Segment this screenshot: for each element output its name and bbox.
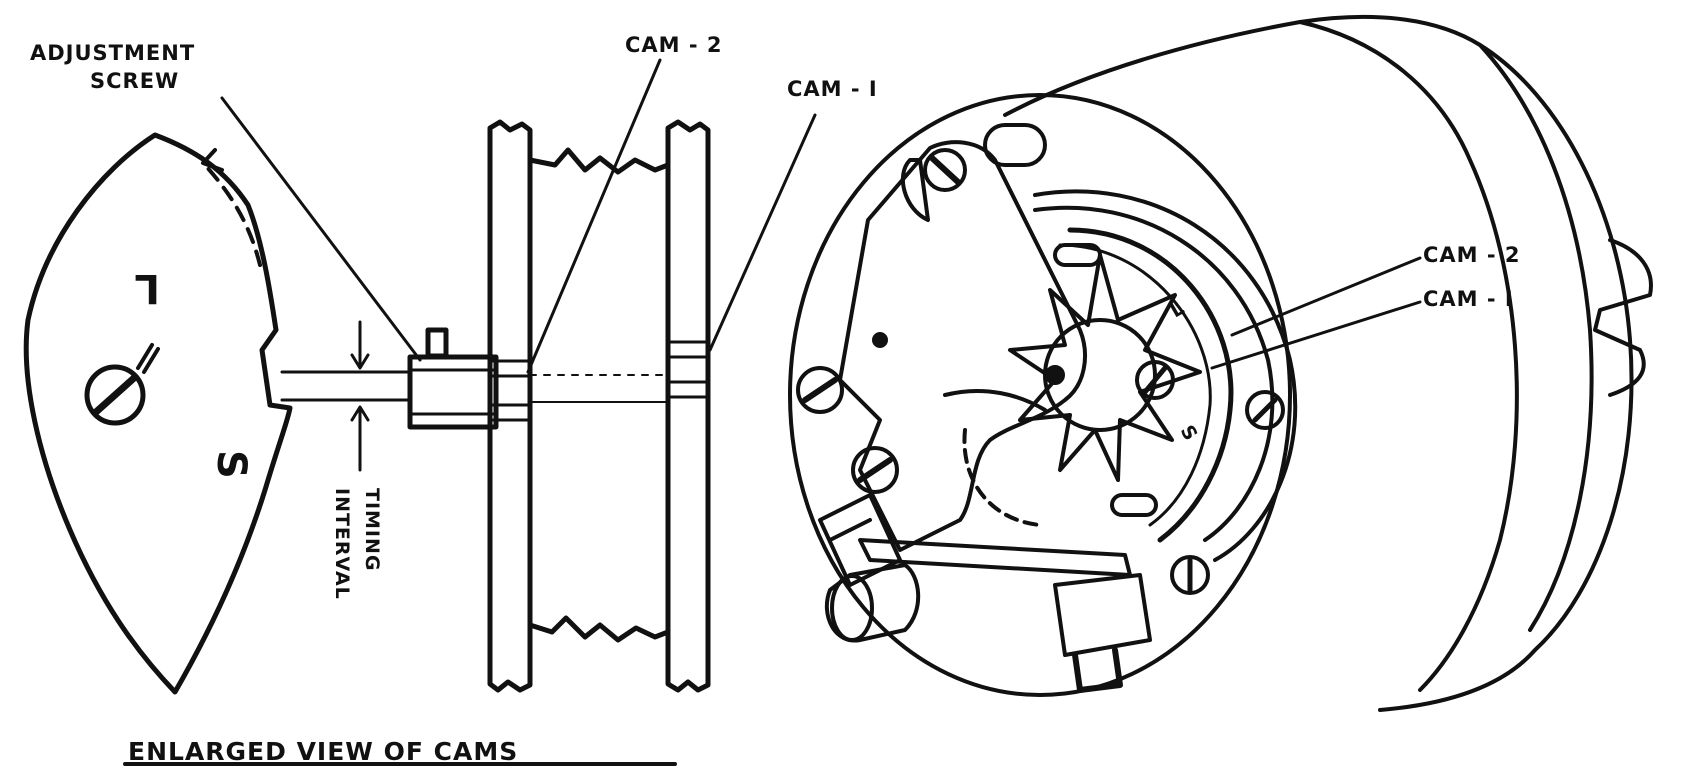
cam-1-leader-right (1210, 300, 1422, 370)
cam-2-label-left: CAM - 2 (625, 33, 723, 57)
right-cam-screw (1135, 360, 1175, 400)
rotation-arrow (203, 163, 262, 267)
adjustment-screw-block (407, 354, 499, 430)
small-gear (900, 158, 930, 222)
lever-screw-top (923, 148, 967, 192)
cam-1-label-right: CAM - I (1423, 287, 1514, 311)
cam-2-disc (487, 119, 533, 693)
adjustment-screw-label-2: SCREW (90, 69, 179, 93)
roller (824, 563, 921, 643)
housing-clip (1593, 238, 1653, 397)
timer-housing (1003, 14, 1634, 712)
timing-interval-label-1: TIMING (361, 488, 383, 572)
cam-drum-body (527, 147, 671, 175)
slot-top (1053, 243, 1102, 267)
timer-front-face (788, 93, 1292, 697)
adjustment-screw-pin (425, 327, 449, 359)
cam-2-label-right: CAM - 2 (1423, 243, 1521, 267)
cam-2-leader-right (1230, 256, 1422, 337)
cam-1-ring (1058, 243, 1212, 527)
bottom-left-screw (851, 446, 899, 494)
slot-bottom (1110, 493, 1158, 517)
cam-2-leader-left (526, 58, 662, 374)
adjustment-screw-label-1: ADJUSTMENT (30, 41, 195, 65)
rim-screw-right (1245, 390, 1285, 430)
dial-screw (84, 343, 160, 426)
cam-2-ring (1067, 227, 1234, 543)
right-dial-S: S (1176, 422, 1202, 446)
cam-1-disc (665, 119, 711, 693)
cam-1-label-left: CAM - I (787, 77, 878, 101)
dial-wedge (23, 132, 293, 695)
switch-arm (818, 493, 902, 587)
dial-short-letter: S (208, 450, 254, 479)
lever-plate (838, 140, 1087, 552)
figure-caption: ENLARGED VIEW OF CAMS (128, 737, 518, 766)
cam-1-leader-left (708, 113, 817, 352)
enlarged-view-of-cams (23, 58, 817, 766)
dial-long-letter: L (135, 265, 161, 311)
left-screw (796, 366, 844, 414)
adjustment-screw-leader (220, 96, 422, 362)
bottom-right-screw (1170, 555, 1210, 595)
rotation-arrow-head (201, 148, 224, 172)
terminal-block (1053, 573, 1152, 657)
slot-upper-left (983, 123, 1047, 167)
timer-assembly (788, 14, 1653, 712)
gear-ring (1033, 189, 1298, 562)
timing-interval-label-2: INTERVAL (331, 488, 353, 600)
star-wheel (1008, 253, 1202, 482)
